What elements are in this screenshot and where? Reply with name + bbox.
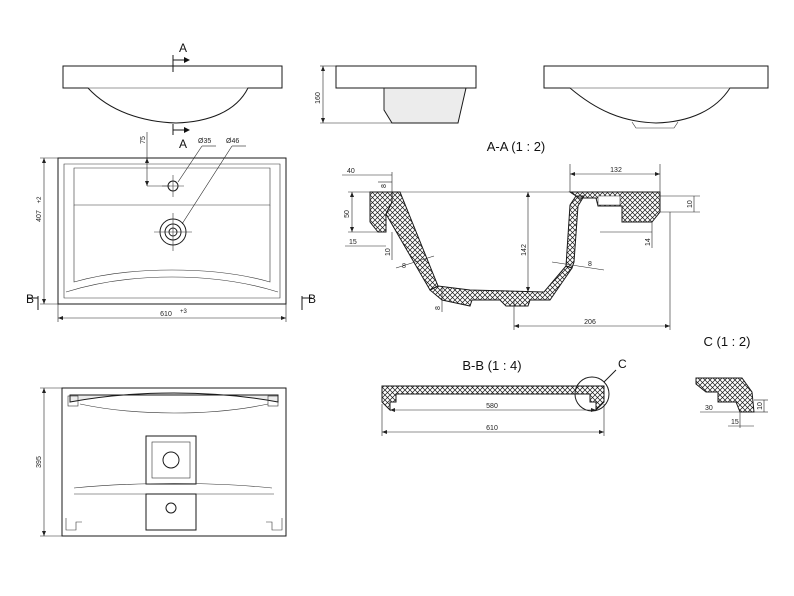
dim-aa-40: 40 [347, 168, 355, 175]
dim-aa-142: 142 [521, 244, 528, 256]
dim-depth-plan-tol: +2 [37, 196, 43, 204]
dim-c-10: 10 [757, 402, 764, 410]
dim-c-30: 30 [705, 405, 713, 412]
dim-tap-hole-dia: Ø35 [198, 138, 211, 145]
dim-aa-8-wall-left: 8 [402, 263, 406, 270]
section-mark-b-left: B [26, 292, 34, 306]
dim-aa-132: 132 [610, 167, 622, 174]
callout-c: C [618, 357, 627, 371]
dim-aa-10-left: 10 [385, 248, 392, 256]
section-bb: 580 610 C [381, 357, 627, 436]
section-mark-b-right: B [308, 292, 316, 306]
section-bb-title: B-B (1 : 4) [462, 358, 521, 373]
dim-aa-14: 14 [645, 238, 652, 246]
dim-c-15: 15 [731, 419, 739, 426]
dim-bb-580: 580 [486, 403, 498, 410]
plan-view: 75 Ø35 Ø46 407 +2 610 +3 B B [26, 132, 316, 322]
dim-aa-8-wall-right: 8 [588, 261, 592, 268]
dim-depth-plan: 407 [36, 210, 43, 222]
dim-bb-610: 610 [486, 425, 498, 432]
dim-aa-8-bottom: 8 [435, 306, 442, 310]
dim-aa-50: 50 [344, 210, 351, 218]
section-mark-a-top: A [179, 41, 187, 55]
dim-aa-8-top: 8 [381, 184, 388, 188]
rear-view [543, 65, 769, 129]
dim-height-side: 160 [315, 92, 322, 104]
detail-c: 30 10 15 [695, 377, 768, 428]
side-view: 160 [315, 65, 477, 124]
detail-c-title: C (1 : 2) [704, 334, 751, 349]
front-view: A A [62, 41, 283, 151]
dim-aa-10-right: 10 [687, 200, 694, 208]
dim-tap-offset: 75 [140, 136, 147, 144]
dim-aa-15: 15 [349, 239, 357, 246]
bottom-view: 395 [36, 387, 287, 537]
section-mark-a-bottom: A [179, 137, 187, 151]
dim-width-plan: 610 [160, 311, 172, 318]
section-aa: 40 8 50 15 10 8 8 142 8 132 10 [342, 164, 700, 330]
dim-depth-bottom: 395 [36, 456, 43, 468]
dim-aa-206: 206 [584, 319, 596, 326]
section-aa-title: A-A (1 : 2) [487, 139, 546, 154]
dim-drain-dia: Ø46 [226, 138, 239, 145]
dim-width-plan-tol: +3 [180, 309, 188, 315]
